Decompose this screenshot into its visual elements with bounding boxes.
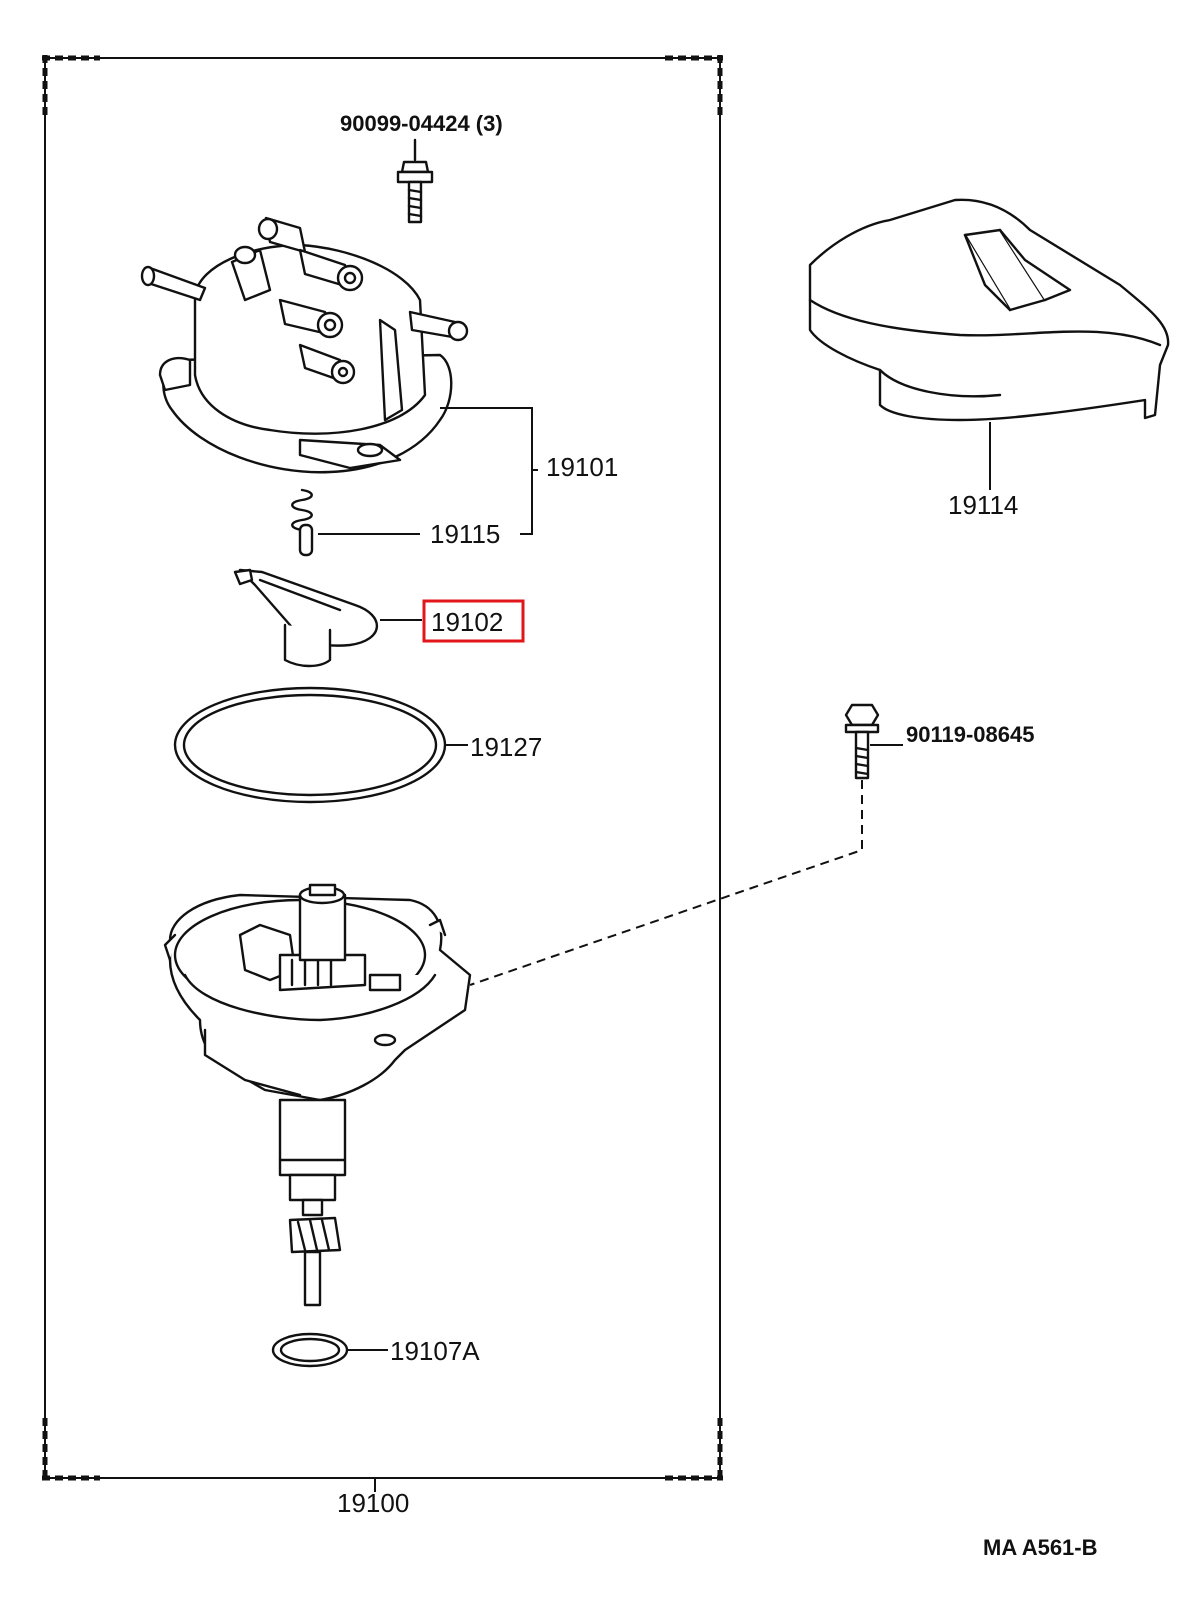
label-oring: 19107A (390, 1336, 480, 1366)
diagram-code: MA A561-B (983, 1535, 1098, 1560)
highlight-box (422, 599, 525, 643)
bolt-location-dashed-line (469, 780, 863, 986)
cap-leader-line (440, 407, 533, 535)
cap-gasket-part (173, 686, 447, 804)
carbon-spring-part (291, 488, 314, 557)
label-spring: 19115 (430, 519, 500, 549)
distributor-cover-part (808, 198, 1170, 422)
label-screw: 90099-04424 (3) (340, 111, 503, 136)
o-ring-part (271, 1332, 349, 1368)
label-cover: 19114 (948, 490, 1018, 520)
distributor-cap-part (140, 216, 469, 474)
distributor-rotor-part (233, 568, 379, 668)
label-rotor: 19102 (431, 607, 503, 637)
label-gasket: 19127 (470, 732, 542, 762)
label-cap: 19101 (546, 452, 618, 482)
housing-bolt-part (844, 703, 880, 780)
distributor-housing-part (163, 883, 472, 1307)
label-assembly: 19100 (337, 1488, 409, 1518)
label-bolt: 90119-08645 (906, 722, 1034, 747)
assembly-boundary (42, 55, 723, 1492)
cap-screw-part (396, 138, 434, 224)
